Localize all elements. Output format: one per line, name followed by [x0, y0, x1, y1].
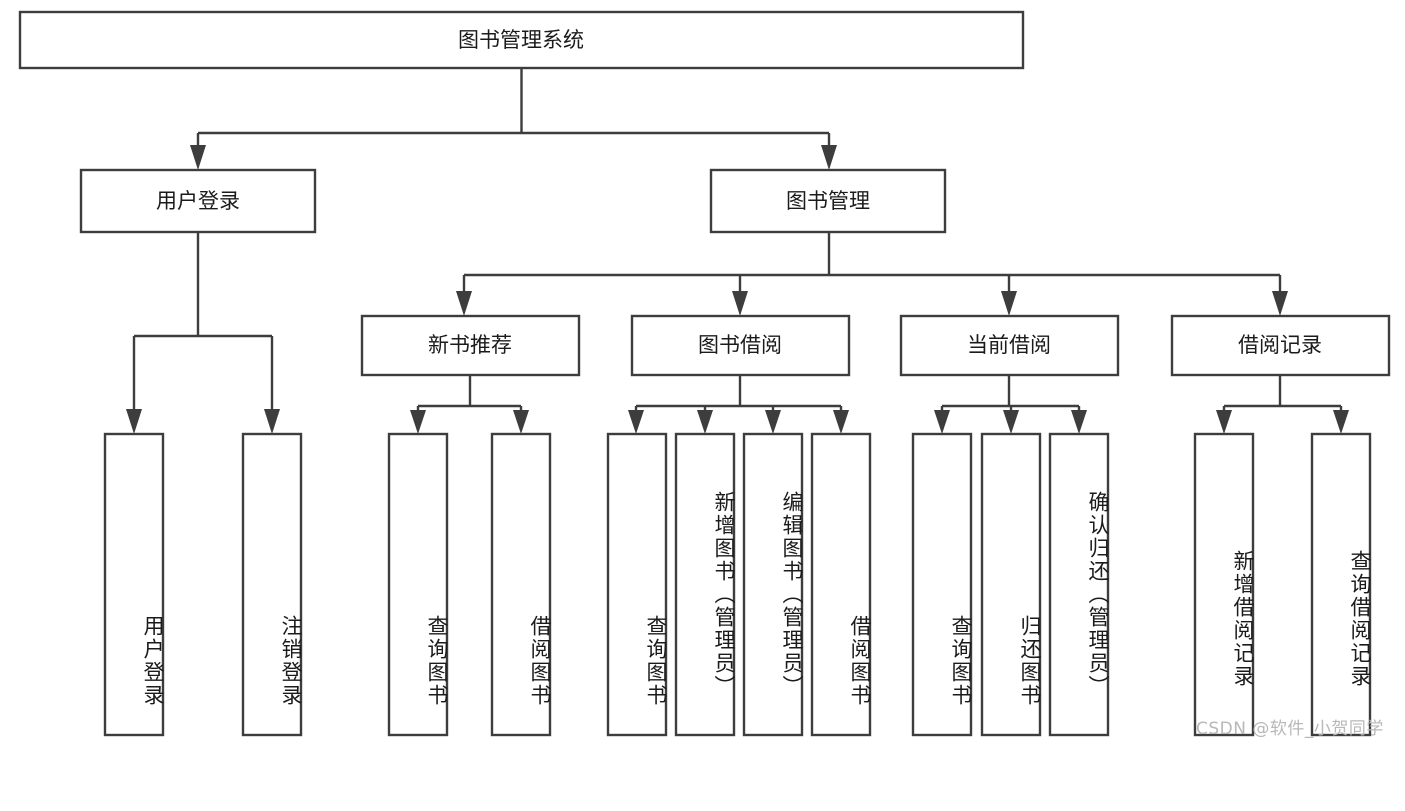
node-book-borrow[interactable] [630, 314, 851, 377]
arrow-bb-leaf3 [765, 410, 781, 434]
node-leaf-return-book[interactable] [980, 432, 1042, 737]
arrow-to-book-manage [821, 145, 837, 170]
node-leaf-query-book-1[interactable] [387, 432, 449, 737]
node-user-login[interactable] [79, 168, 317, 234]
flowchart-diagram: 图书管理系统 用户登录 图书管理 新书推荐 图书借阅 当前借阅 借阅记录 [18, 10, 1391, 739]
node-leaf-query-book-3[interactable] [911, 432, 973, 737]
node-book-manage[interactable] [709, 168, 947, 234]
node-book-manage-label: 图书管理 [786, 189, 870, 213]
node-leaf-add-book[interactable] [674, 432, 736, 737]
arrow-bb-leaf2 [697, 410, 713, 434]
node-leaf-logout[interactable] [241, 432, 303, 737]
node-new-book-rec-label: 新书推荐 [428, 333, 512, 357]
arrow-to-leaf-user-login [126, 409, 142, 434]
arrow-nbr-leaf2 [513, 410, 529, 434]
arrow-to-book-borrow [732, 291, 748, 316]
arrow-cb-leaf3 [1071, 410, 1087, 434]
node-leaf-edit-book[interactable] [742, 432, 804, 737]
node-leaf-user-login[interactable] [103, 432, 165, 737]
node-user-login-label: 用户登录 [156, 189, 240, 213]
arrow-bb-leaf4 [833, 410, 849, 434]
arrow-to-current-borrow [1001, 291, 1017, 316]
node-root[interactable] [18, 10, 1025, 70]
node-leaf-query-record[interactable] [1310, 432, 1372, 737]
arrow-br-leaf2 [1333, 410, 1349, 434]
arrow-bb-leaf1 [628, 410, 644, 434]
arrow-cb-leaf2 [1003, 410, 1019, 434]
arrow-br-leaf1 [1216, 410, 1232, 434]
node-leaf-borrow-book-2[interactable] [810, 432, 872, 737]
arrow-nbr-leaf1 [410, 410, 426, 434]
node-new-book-rec[interactable] [360, 314, 581, 377]
node-current-borrow-label: 当前借阅 [967, 333, 1051, 357]
node-current-borrow[interactable] [899, 314, 1120, 377]
node-leaf-borrow-book-1[interactable] [490, 432, 552, 737]
arrow-to-user-login [190, 145, 206, 170]
node-group: 图书管理系统 用户登录 图书管理 新书推荐 图书借阅 当前借阅 借阅记录 [18, 10, 1391, 737]
node-leaf-confirm-return[interactable] [1048, 432, 1110, 737]
node-leaf-query-book-2[interactable] [606, 432, 668, 737]
node-book-borrow-label: 图书借阅 [698, 333, 782, 357]
edge-group [126, 68, 1349, 434]
arrow-to-new-book-rec [456, 291, 472, 316]
arrow-to-leaf-logout [264, 409, 280, 434]
node-borrow-record-label: 借阅记录 [1238, 333, 1322, 357]
node-borrow-record[interactable] [1170, 314, 1391, 377]
node-root-label: 图书管理系统 [458, 28, 584, 52]
csdn-watermark: CSDN @软件_小贺同学 [1196, 719, 1384, 739]
arrow-to-borrow-record [1272, 291, 1288, 316]
diagram-canvas: 图书管理系统 用户登录 图书管理 新书推荐 图书借阅 当前借阅 借阅记录 [18, 10, 1391, 737]
node-leaf-add-record[interactable] [1193, 432, 1255, 737]
arrow-cb-leaf1 [934, 410, 950, 434]
